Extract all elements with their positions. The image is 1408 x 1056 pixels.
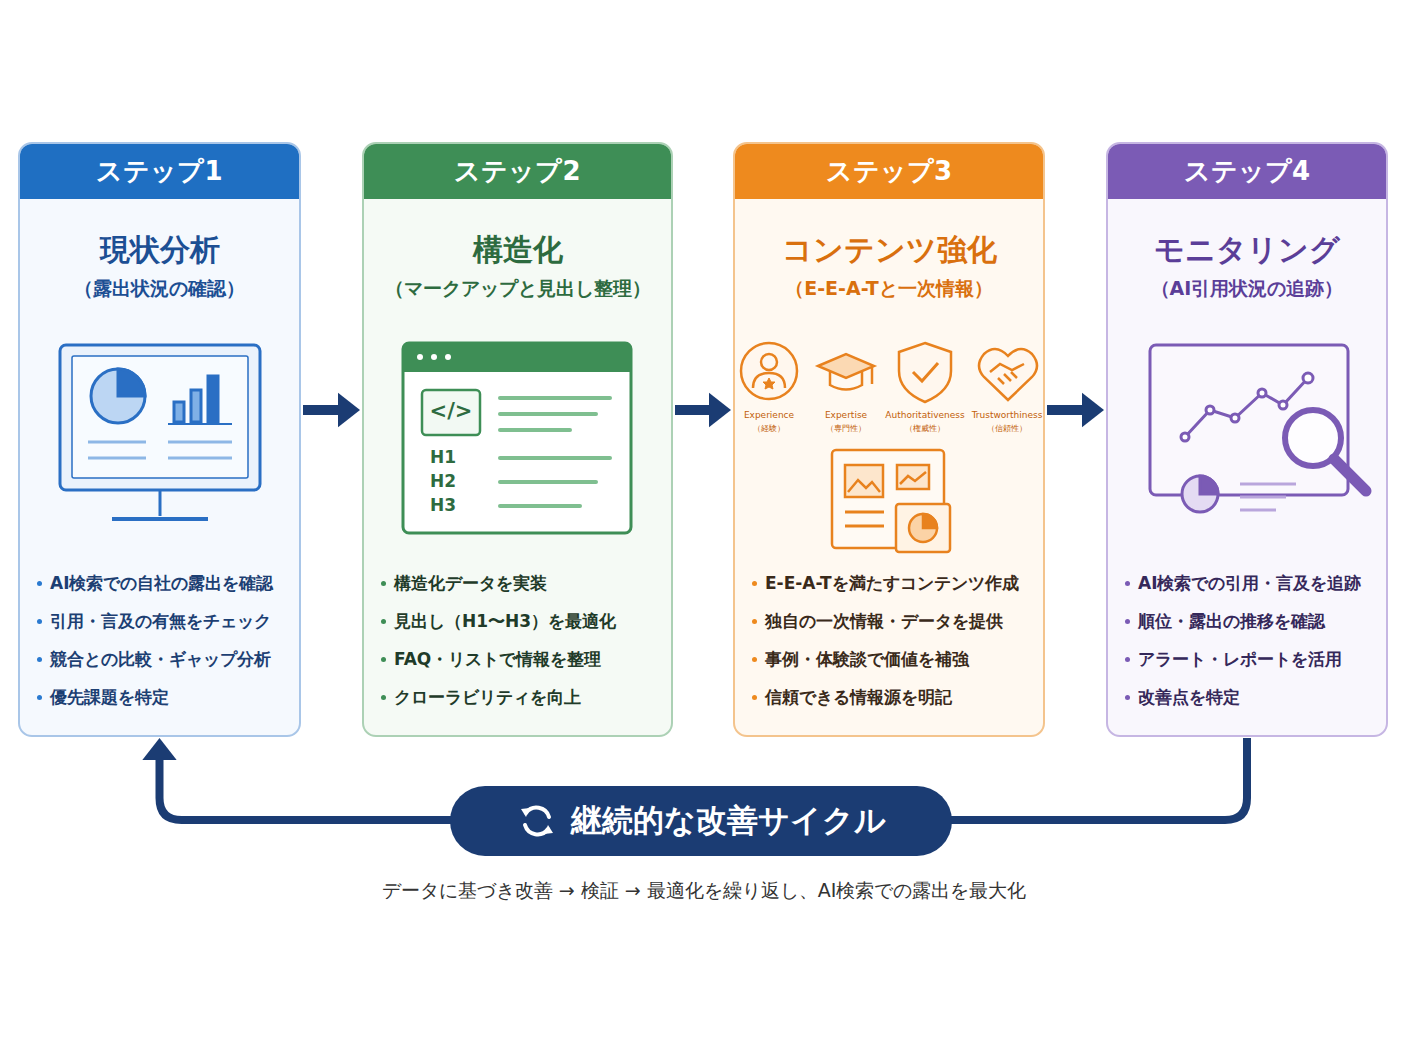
arrow-head — [338, 393, 360, 427]
bullet-row: 順位・露出の推移を確認 — [1138, 610, 1380, 632]
refresh-icon-part — [525, 808, 549, 835]
step-header: ステップ3 — [735, 144, 1043, 199]
step-card: ステップ2 構造化 （マークアップと見出し整理） 構造化データを実装見出し（H1〜H3… — [362, 142, 673, 737]
bullet-row: FAQ・リストで情報を整理 — [394, 648, 665, 670]
bullet-row: E-E-A-Tを満たすコンテンツ作成 — [765, 572, 1037, 594]
step-subtitle: （E-E-A-Tと一次情報） — [739, 276, 1039, 302]
bullet-text: 引用・言及の有無をチェック — [50, 611, 271, 631]
bullet-dot — [1125, 657, 1130, 662]
bullet-dot — [752, 695, 757, 700]
bullet-dot — [381, 695, 386, 700]
bullet-dot — [752, 657, 757, 662]
arrow-head — [142, 738, 176, 760]
bullet-text: 信頼できる情報源を明記 — [765, 687, 952, 707]
bullet-dot — [37, 581, 42, 586]
bullet-text: 事例・体験談で価値を補強 — [765, 649, 969, 669]
code-label: </> — [391, 399, 511, 423]
cycle-label: 継続的な改善サイクル — [571, 800, 886, 842]
bullet-row: 事例・体験談で価値を補強 — [765, 648, 1037, 670]
step-subtitle: （マークアップと見出し整理） — [368, 276, 667, 302]
bullet-dot — [1125, 619, 1130, 624]
bullet-dot — [37, 657, 42, 662]
bullet-row: 構造化データを実装 — [394, 572, 665, 594]
bullet-text: アラート・レポートを活用 — [1138, 649, 1342, 669]
bullet-row: 引用・言及の有無をチェック — [50, 610, 293, 632]
eeat-label: （信頼性） — [947, 423, 1067, 434]
eeat-label: （経験） — [709, 423, 829, 434]
bullet-dot — [1125, 581, 1130, 586]
bullet-dot — [381, 657, 386, 662]
bullet-row: クローラビリティを向上 — [394, 686, 665, 708]
bullet-text: 順位・露出の推移を確認 — [1138, 611, 1325, 631]
refresh-icon-part — [521, 808, 530, 817]
eeat-label: Trustworthiness — [947, 410, 1067, 420]
code-label: H2 — [430, 471, 456, 491]
bullet-text: AI検索での引用・言及を追跡 — [1138, 573, 1361, 593]
bullet-row: AI検索での自社の露出を確認 — [50, 572, 293, 594]
bullet-text: 競合との比較・ギャップ分析 — [50, 649, 271, 669]
eeat-label: （専門性） — [786, 423, 906, 434]
step-header: ステップ1 — [20, 144, 299, 199]
step-card: ステップ3 コンテンツ強化 （E-E-A-Tと一次情報） E-E-A-Tを満たすコンテ… — [733, 142, 1045, 737]
refresh-icon — [517, 801, 557, 841]
step-subtitle: （露出状況の確認） — [24, 276, 295, 302]
step-subtitle: （AI引用状況の追跡） — [1112, 276, 1382, 302]
step-header: ステップ4 — [1108, 144, 1386, 199]
bullet-text: 独自の一次情報・データを提供 — [765, 611, 1003, 631]
eeat-label: Experience — [709, 410, 829, 420]
arrow-head — [709, 393, 731, 427]
arrow-shaft — [1047, 405, 1084, 415]
arrow-shaft — [675, 405, 711, 415]
bullet-text: 改善点を特定 — [1138, 687, 1240, 707]
bullet-text: 構造化データを実装 — [394, 573, 547, 593]
bullet-text: クローラビリティを向上 — [394, 687, 581, 707]
step-card: ステップ1 現状分析 （露出状況の確認） AI検索での自社の露出を確認引用・言及の有無… — [18, 142, 301, 737]
eeat-label: （権威性） — [865, 423, 985, 434]
code-label: H3 — [430, 495, 456, 515]
bullet-text: AI検索での自社の露出を確認 — [50, 573, 273, 593]
arrow-shaft — [303, 405, 340, 415]
flow-arrow — [1047, 393, 1104, 427]
caption: データに基づき改善 → 検証 → 最適化を繰り返し、AI検索での露出を最大化 — [0, 878, 1408, 904]
step-title: コンテンツ強化 — [739, 230, 1039, 271]
cycle-badge: 継続的な改善サイクル — [450, 786, 952, 856]
bullet-row: AI検索での引用・言及を追跡 — [1138, 572, 1380, 594]
code-label: H1 — [430, 447, 456, 467]
eeat-label: Authoritativeness — [865, 410, 985, 420]
bullet-dot — [37, 619, 42, 624]
bullet-row: 優先課題を特定 — [50, 686, 293, 708]
bullet-dot — [752, 619, 757, 624]
refresh-icon-part — [544, 825, 553, 834]
bullet-row: 信頼できる情報源を明記 — [765, 686, 1037, 708]
step-title: 構造化 — [368, 230, 667, 271]
step-card: ステップ4 モニタリング （AI引用状況の追跡） AI検索での引用・言及を追跡順位・露… — [1106, 142, 1388, 737]
bullet-dot — [37, 695, 42, 700]
bullet-dot — [752, 581, 757, 586]
flow-arrow — [675, 393, 731, 427]
step-header: ステップ2 — [364, 144, 671, 199]
bullet-text: 見出し（H1〜H3）を最適化 — [394, 611, 616, 631]
step-title: モニタリング — [1112, 230, 1382, 271]
bullet-text: 優先課題を特定 — [50, 687, 169, 707]
flow-arrow — [303, 393, 360, 427]
arrow-head — [1082, 393, 1104, 427]
bullet-text: E-E-A-Tを満たすコンテンツ作成 — [765, 573, 1019, 593]
bullet-row: 改善点を特定 — [1138, 686, 1380, 708]
bullet-row: アラート・レポートを活用 — [1138, 648, 1380, 670]
bullet-dot — [381, 619, 386, 624]
bullet-row: 独自の一次情報・データを提供 — [765, 610, 1037, 632]
bullet-dot — [381, 581, 386, 586]
bullet-text: FAQ・リストで情報を整理 — [394, 649, 601, 669]
bullet-row: 競合との比較・ギャップ分析 — [50, 648, 293, 670]
step-title: 現状分析 — [24, 230, 295, 271]
bullet-dot — [1125, 695, 1130, 700]
bullet-row: 見出し（H1〜H3）を最適化 — [394, 610, 665, 632]
